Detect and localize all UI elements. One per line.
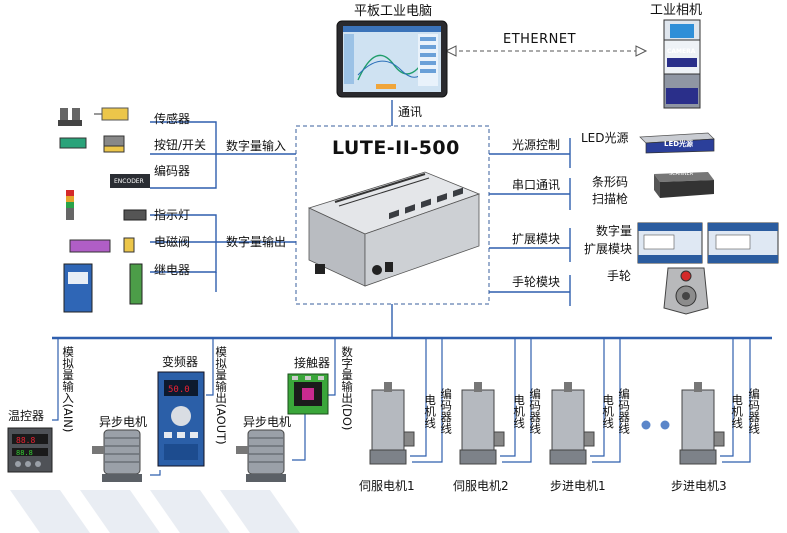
servo-motor-2-label: 伺服电机2: [453, 479, 509, 493]
encoder-cable-label-4: 编码器线: [747, 388, 762, 434]
digital-input-label: 数字量输入: [226, 139, 287, 153]
controller-title: LUTE-II-500: [332, 137, 460, 159]
handwheel-module-label: 手轮模块: [512, 275, 561, 289]
digital-output-label: 数字量输出: [226, 235, 287, 249]
scanner-badge: SCANNER: [669, 171, 694, 177]
motor-cable-label-1: 电机线: [423, 394, 438, 429]
solenoid-valve-label: 电磁阀: [154, 235, 191, 249]
analog-input-label: 模拟量输入(AIN): [61, 346, 76, 433]
async-motor-2-image: [236, 429, 286, 482]
camera-label: 工业相机: [650, 3, 703, 18]
controller-frame: [295, 125, 490, 305]
stepper-motor-1-image: [549, 382, 595, 465]
encoder-cable-label-2: 编码器线: [528, 388, 543, 434]
svg-text:88.8: 88.8: [16, 449, 33, 457]
scanner-image: [654, 172, 714, 198]
digital-expansion-label-2: 扩展模块: [584, 242, 633, 256]
led-light-label: LED光源: [581, 131, 629, 145]
ellipsis-dots: [641, 420, 670, 430]
motor-cable-label-4: 电机线: [730, 394, 745, 429]
inverter-image: 50.0: [157, 371, 205, 467]
stepper-motor-3-label: 步进电机3: [671, 479, 727, 493]
led-light-image: [639, 132, 715, 154]
digital-output-bottom-label: 数字量输出(DO): [340, 346, 355, 431]
encoder-cable-label-3: 编码器线: [617, 388, 632, 434]
handwheel-image: [663, 267, 709, 315]
tablet-pc-image: [336, 20, 448, 98]
servo-motor-1-image: [369, 382, 415, 465]
encoder-cable-label-1: 编码器线: [439, 388, 454, 434]
servo-motor-2-image: [459, 382, 505, 465]
motor-cable-label-2: 电机线: [512, 394, 527, 429]
button-switch-label: 按钮/开关: [154, 138, 207, 152]
led-badge: LED光源: [664, 140, 694, 148]
expansion-module-link-label: 扩展模块: [512, 232, 561, 246]
temp-controller-label: 温控器: [8, 409, 45, 423]
sensor-label: 传感器: [154, 112, 191, 126]
async-motor-1-image: [92, 429, 142, 482]
temp-controller-image: 88.8 88.8: [7, 427, 53, 473]
scanner-gun-label: 扫描枪: [592, 192, 629, 206]
digital-expansion-label-1: 数字量: [596, 224, 633, 238]
inverter-label: 变频器: [162, 355, 199, 369]
comm-label: 通讯: [398, 105, 423, 119]
contactor-label: 接触器: [294, 356, 331, 370]
encoder-label: 编码器: [154, 164, 191, 178]
controller-image: [307, 171, 481, 287]
contactor-image: [287, 373, 329, 415]
camera-badge: CAMERA: [667, 48, 696, 55]
handwheel-label: 手轮: [607, 269, 632, 283]
barcode-label: 条形码: [592, 175, 629, 189]
ethernet-label: ETHERNET: [503, 32, 577, 47]
light-control-label: 光源控制: [512, 138, 561, 152]
svg-text:88.8: 88.8: [16, 436, 35, 445]
relay-label: 继电器: [154, 263, 191, 277]
async-motor-1-label: 异步电机: [99, 415, 148, 429]
input-devices-image: [58, 107, 150, 188]
servo-motor-1-label: 伺服电机1: [359, 479, 415, 493]
analog-output-label: 模拟量输出(AOUT): [214, 346, 229, 445]
stepper-motor-3-image: [679, 382, 725, 465]
serial-comm-label: 串口通讯: [512, 178, 561, 192]
encoder-badge: ENCODER: [114, 178, 144, 185]
svg-text:50.0: 50.0: [168, 385, 190, 395]
camera-image: [663, 19, 701, 109]
output-devices-image: [63, 190, 147, 313]
indicator-light-label: 指示灯: [154, 208, 191, 222]
expansion-modules-image: [637, 222, 779, 264]
motor-cable-label-3: 电机线: [601, 394, 616, 429]
stepper-motor-1-label: 步进电机1: [550, 479, 606, 493]
watermark: [10, 490, 300, 533]
async-motor-2-label: 异步电机: [243, 415, 292, 429]
tablet-label: 平板工业电脑: [354, 4, 433, 19]
